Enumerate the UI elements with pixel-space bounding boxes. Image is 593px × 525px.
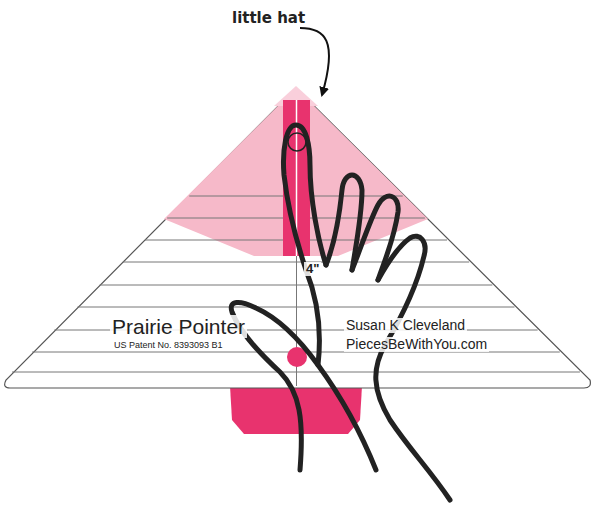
patent-note: US Patent No. 8393093 B1: [112, 341, 225, 351]
callout-label: little hat: [232, 10, 305, 27]
fingernail: [288, 133, 306, 151]
brand-name: Prairie Pointer: [110, 315, 247, 338]
designer-name: Susan K Cleveland: [344, 318, 467, 333]
hand-outline: [231, 125, 450, 500]
website: PiecesBeWithYou.com: [344, 337, 489, 352]
dimension-label: 4": [304, 262, 321, 276]
leader-arrow: [300, 28, 329, 95]
